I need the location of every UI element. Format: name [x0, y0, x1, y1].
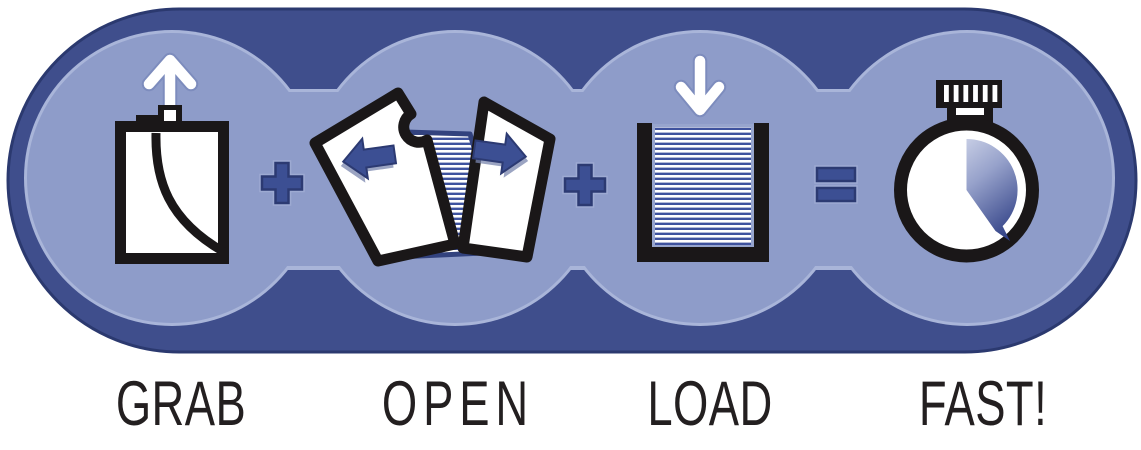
- open-step-icon: [309, 87, 556, 267]
- plus-icon-2: [562, 162, 608, 208]
- left-arrow-icon: [340, 136, 398, 183]
- grab-step-icon: [115, 52, 229, 264]
- step-label-fast: FAST!: [918, 369, 1048, 439]
- stopwatch-elapsed-wedge: [966, 138, 1018, 241]
- step-label-open: OPEN: [381, 369, 535, 439]
- paper-stack-icon: [637, 123, 769, 262]
- tray: [637, 123, 769, 262]
- right-panel: [457, 96, 556, 263]
- step-label-load: LOAD: [647, 369, 773, 439]
- stopwatch-icon: [894, 80, 1039, 263]
- step-label-grab: GRAB: [115, 369, 247, 439]
- down-arrow-icon: [673, 53, 727, 118]
- load-step-icon: [637, 53, 769, 262]
- left-panel: [309, 87, 461, 267]
- right-arrow-icon: [471, 131, 529, 178]
- equals-icon: [814, 165, 858, 204]
- plus-icon: [259, 160, 305, 206]
- pull-pack-icon: [115, 105, 229, 264]
